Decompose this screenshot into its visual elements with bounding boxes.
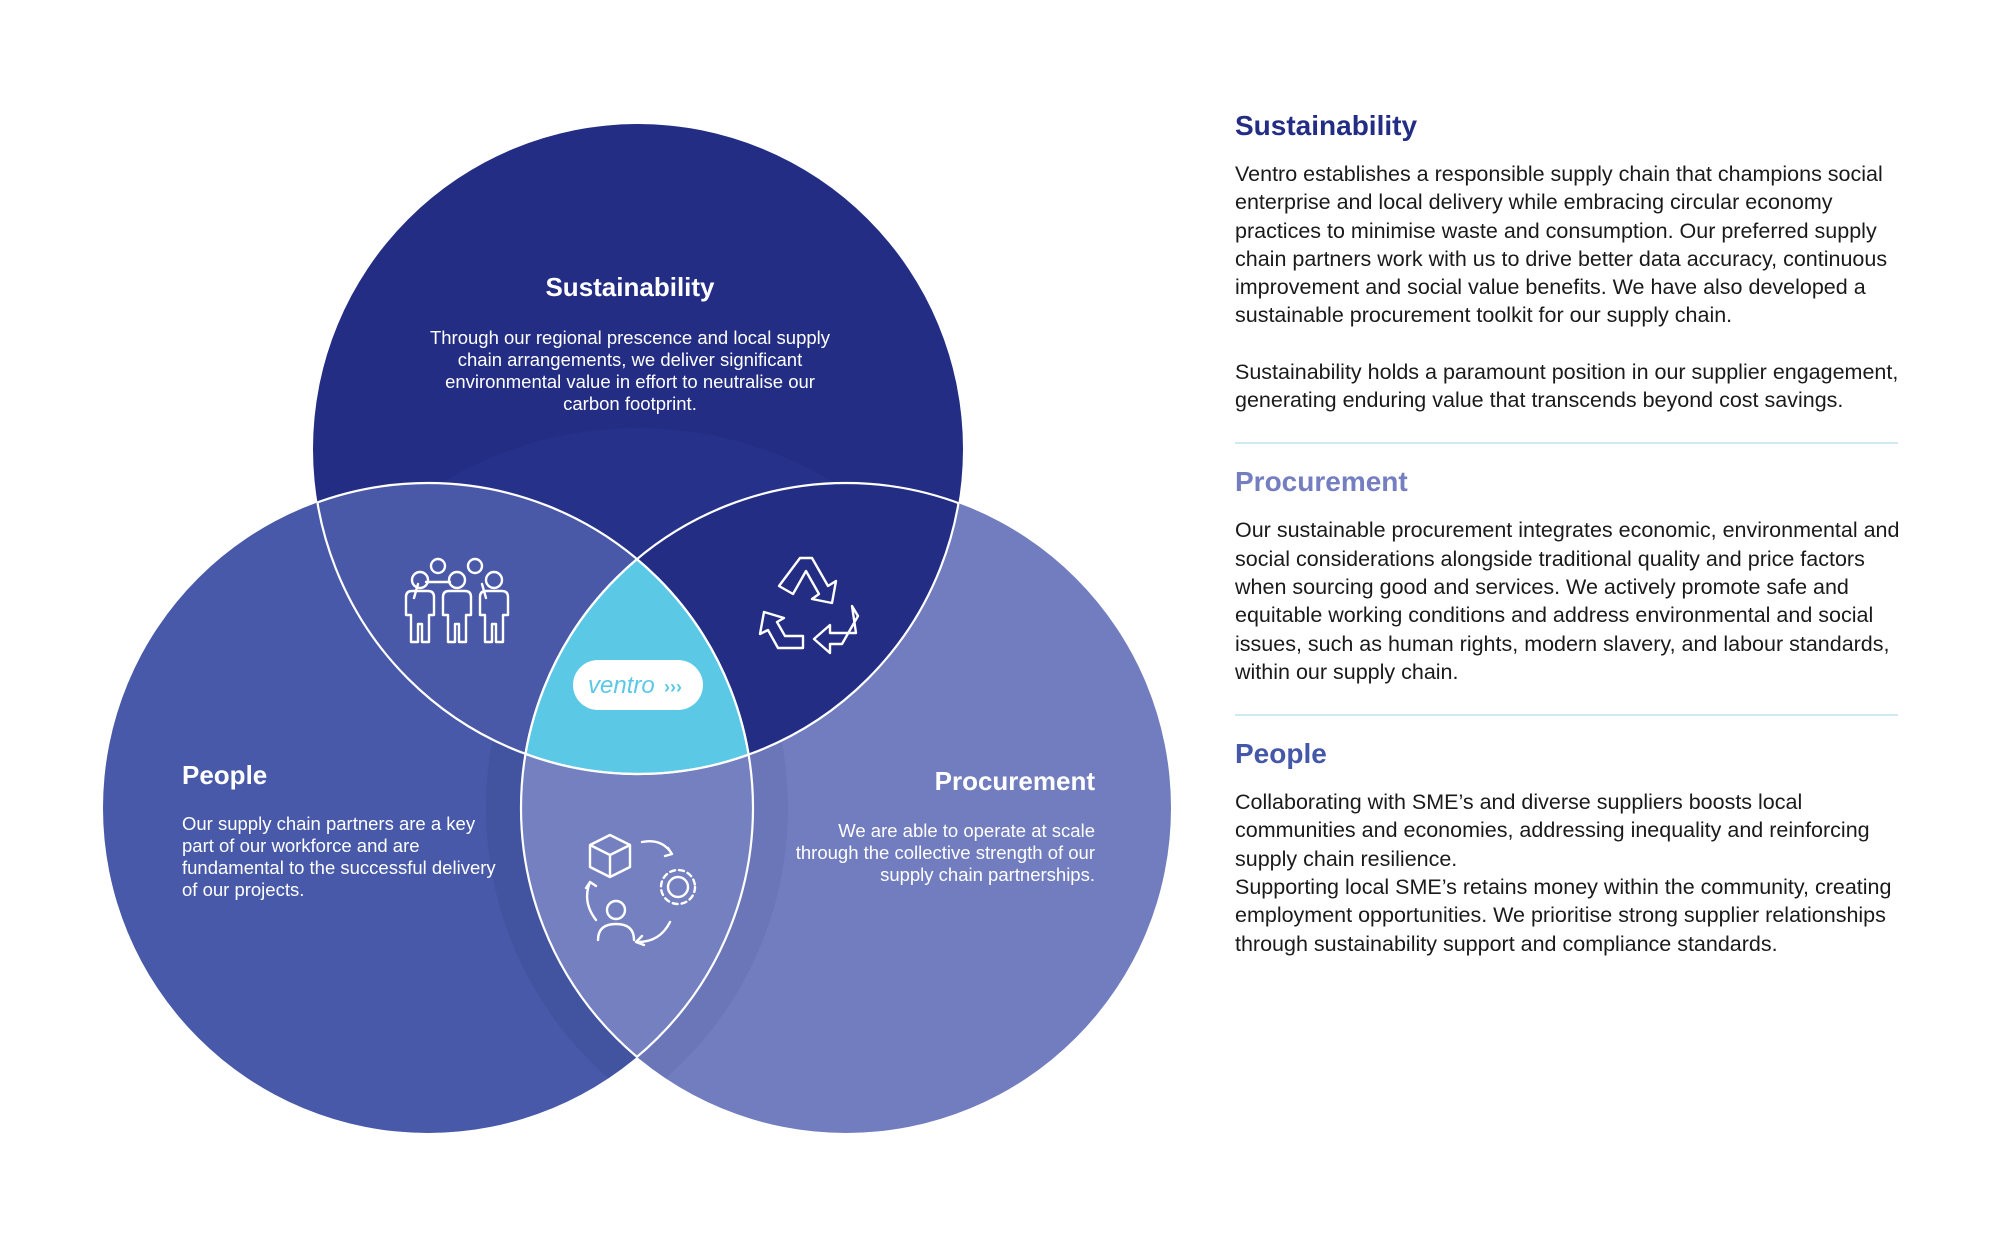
procurement-circle-text: We are able to operate at scale through … bbox=[795, 820, 1095, 885]
procurement-heading: Procurement bbox=[1235, 466, 1408, 498]
procurement-text: Our sustainable procurement integrates e… bbox=[1235, 516, 1900, 686]
supply-cycle-icon bbox=[584, 833, 697, 947]
ventro-logo: ventro ››› BUILDING COMPLIANCE bbox=[573, 660, 703, 710]
sustainability-section: Sustainability Ventro establishes a resp… bbox=[1235, 110, 1900, 414]
people-heading: People bbox=[1235, 738, 1327, 770]
recycle-icon bbox=[758, 556, 860, 655]
people-circle-text: Our supply chain partners are a key part… bbox=[182, 813, 496, 900]
sustainability-text: Ventro establishes a responsible supply … bbox=[1235, 160, 1900, 414]
venn-diagram: ventro ››› BUILDING COMPLIANCE Sustainab… bbox=[103, 124, 1171, 1133]
sustainability-heading: Sustainability bbox=[1235, 110, 1418, 141]
procurement-circle-title: Procurement bbox=[934, 766, 1095, 796]
section-divider bbox=[1235, 442, 1898, 445]
section-divider bbox=[1235, 714, 1898, 717]
sustainability-paragraph: Sustainability holds a paramount positio… bbox=[1235, 359, 1899, 413]
sustainability-circle-text: Through our regional prescence and local… bbox=[429, 327, 831, 414]
sustainability-paragraph: Ventro establishes a responsible supply … bbox=[1235, 162, 1888, 328]
logo-tagline: BUILDING COMPLIANCE bbox=[630, 704, 689, 710]
people-text: Collaborating with SME’s and diverse sup… bbox=[1235, 788, 1900, 958]
description-panel: Sustainability Ventro establishes a resp… bbox=[1235, 110, 1900, 958]
people-group-icon bbox=[404, 557, 510, 644]
venn-svg: ventro ››› BUILDING COMPLIANCE bbox=[103, 124, 1171, 1133]
sustainability-circle-title: Sustainability bbox=[545, 272, 715, 302]
people-paragraph: Collaborating with SME’s and diverse sup… bbox=[1235, 790, 1870, 871]
overlap-center bbox=[521, 483, 753, 774]
people-paragraph: Supporting local SME’s retains money wit… bbox=[1235, 875, 1892, 956]
logo-text: ventro bbox=[588, 672, 655, 699]
people-circle-title: People bbox=[182, 760, 268, 790]
overlap-outlines bbox=[311, 481, 965, 1133]
procurement-section: Procurement Our sustainable procurement … bbox=[1235, 466, 1900, 686]
people-section: People Collaborating with SME’s and dive… bbox=[1235, 738, 1900, 958]
procurement-paragraph: Our sustainable procurement integrates e… bbox=[1235, 518, 1900, 684]
logo-chevrons-icon: ››› bbox=[664, 677, 682, 697]
